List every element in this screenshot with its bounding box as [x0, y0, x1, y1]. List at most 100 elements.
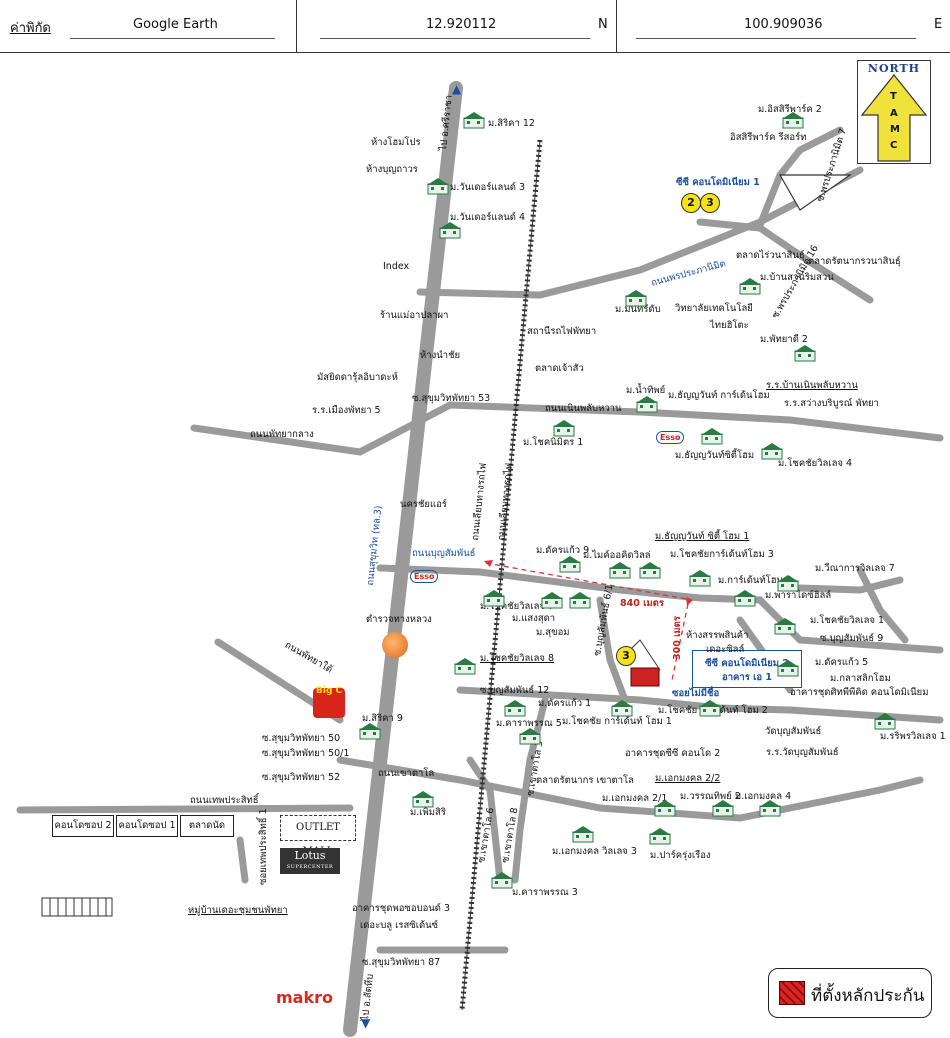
compass-letter: A [890, 108, 898, 119]
road-khaotalo6 [466, 756, 504, 884]
underline [320, 38, 590, 39]
place-label: ม.ปาร์ครุ่งเรือง [650, 850, 711, 861]
road-label-thepprasit: ถนนเทพประสิทธิ์ [190, 795, 259, 806]
road-branch [696, 218, 874, 304]
place-label: ซ.สุขุมวิทพัทยา 53 [412, 393, 491, 404]
legend: ที่ตั้งหลักประกัน [768, 968, 932, 1018]
place-label: ม.เพิ่มสิริ [410, 807, 446, 818]
place-label: ม.วันเดอร์แลนด์ 3 [450, 182, 526, 193]
latitude-value: 12.920112 [426, 17, 497, 32]
marker-3[interactable]: 3 [700, 193, 720, 213]
coordinate-header: ค่าพิกัด Google Earth 12.920112 N 100.90… [0, 0, 950, 53]
arrow-up-icon: ▲ [452, 82, 462, 96]
arrow-down-icon: ▼ [361, 1016, 371, 1030]
place-label: ห้างนำชัย [420, 350, 461, 361]
distance-horizontal: 840 เมตร [620, 598, 664, 609]
legend-label: ที่ตั้งหลักประกัน [811, 986, 925, 1006]
collateral-site [630, 667, 660, 687]
place-label: ม.เอกมงคล 2/2 [655, 773, 721, 784]
place-label: ซ.สุขุมวิทพัทยา 50 [262, 733, 341, 744]
place-label: ม.โชคชัยการ์เด้นท์โฮม 3 [670, 549, 774, 560]
place-label: ม.เอกมงคล 2/1 [602, 793, 668, 804]
road-boonsamphan [376, 564, 944, 654]
place-label: อาคารชุดซีซี คอนโด 2 [625, 748, 721, 759]
place-label: สถานีรถไฟพัทยา [527, 326, 597, 337]
railway [459, 139, 543, 1011]
road-branch [856, 566, 909, 644]
place-label: ห้างบุญถาวร [366, 164, 418, 175]
distance-line-horizontal [485, 562, 693, 601]
place-label: ร.ร.เมืองพัทยา 5 [312, 405, 381, 416]
place-label: ม.รริพรวิลเลจ 1 [880, 731, 946, 742]
plot-boundary [778, 174, 852, 211]
place-label: ม.โชคชัยวิลเลจ 7 [480, 601, 555, 612]
road-branch [796, 576, 904, 594]
place-label: ม.โชคชัยวิลเลจ 8 [480, 653, 555, 664]
road-label-nernplubwan: ถนนเนินพลับหวาน [545, 403, 622, 414]
road-thepprasit [16, 804, 354, 814]
place-label: อิสสิรีพาร์ค รีสอร์ท [730, 132, 807, 143]
road-label-pattaya-klang: ถนนพัทยากลาง [250, 429, 314, 440]
lotus-sub: SUPERCENTER [286, 864, 334, 870]
box-talad-nut: ตลาดนัด [180, 815, 234, 837]
place-label: วัดบุญสัมพันธ์ [765, 726, 822, 737]
place-label: ม.โชคชัยวิลเลจ 4 [778, 458, 853, 469]
distance-line-vertical [671, 603, 689, 681]
place-label: ม.วันเดอร์แลนด์ 4 [450, 212, 526, 223]
place-label: ม.พัทยาดี 2 [760, 334, 808, 345]
place-label: ซอยไม่มีชื่อ [672, 688, 720, 699]
box-kohdeo2: คอนโดซอป 2 [52, 815, 114, 837]
place-label: ม.ธัญญวันท์ การ์เด้นโฮม [668, 390, 770, 401]
place-label: อาคารชุดศิทพีพีคิด คอนโดมิเนียม [790, 687, 929, 698]
place-label: ซ.สุขุมวิทพัทยา 52 [262, 772, 341, 783]
road-label-khao-talo: ถนนเขาตาโล [378, 768, 435, 779]
place-label: ซ.บุญสัมพันธ์ 12 [480, 685, 550, 696]
place-label: ซ.บุญสัมพันธ์ 9 [820, 633, 884, 644]
north-arrow-icon [860, 74, 928, 162]
header-cell-longitude: 100.909036 E [616, 0, 950, 52]
place-label: ตลาดไร่วนาสินธุ์ [736, 250, 805, 261]
village-fence-icon [41, 897, 113, 917]
place-label: เดอะซิลล์ [706, 644, 745, 655]
place-label: ม.ดัครแก้ว 1 [538, 698, 592, 709]
place-label: ซีซี คอนโดมิเนียม 1 [676, 177, 760, 188]
place-label: ม.วีณาการวิลเลจ 7 [815, 563, 895, 574]
house-icon [358, 111, 897, 889]
place-label: ม.พาราไดซ์ฮิลล์ [765, 590, 832, 601]
esso-logo: Esso [410, 570, 439, 583]
callout-line1: ซีซี คอนโดมิเนียม 2 [705, 658, 789, 669]
bigc-logo: Big C [313, 686, 345, 718]
road-map [16, 81, 944, 1037]
place-label: ซ.สุขุมวิทพัทยา 87 [362, 957, 441, 968]
place-label: ม.เอกมงคล วิลเลจ 3 [552, 846, 637, 857]
place-label: หมู่บ้านเดอะชุมชนพัทยา [188, 905, 288, 916]
road-khaotalo3 [511, 696, 549, 884]
place-label: ม.แสงสุดา [512, 613, 556, 624]
place-label: ม.ไมค์ออคิดวิลล่ [583, 550, 651, 561]
marker-3-site[interactable]: 3 [616, 646, 636, 666]
place-label: มัสยิดดารุ้ลอิบาดะห์ [317, 372, 398, 383]
place-label: อาคารชุดพอซอบอนด์ 3 [352, 903, 451, 914]
place-label: ม.ดัครแก้ว 9 [536, 545, 590, 556]
distance-lines [485, 562, 693, 681]
place-label: ร.ร.สว่างบริบูรณ์ พัทยา [784, 398, 879, 409]
place-label: วิทยาลัยเทคโนโลยี [675, 303, 753, 314]
place-label: ม.บ้านสวนริมสวน [760, 272, 834, 283]
place-label: ม.การ์เด้นท์โฮม 4 [718, 575, 792, 586]
place-label: ร.ร.บ้านเนินพลับหวาน [766, 380, 858, 391]
latitude-direction: N [598, 17, 608, 32]
road-soi61 [596, 596, 629, 704]
north-label: NORTH [867, 62, 921, 75]
place-label: ม.สิริคา 12 [488, 118, 535, 129]
place-label: ห้างโฮมโปร [371, 137, 421, 148]
place-label: ตลาดรัตนากรวนาสินธุ์ [808, 256, 901, 267]
road-sukhumvit [343, 81, 463, 1037]
place-label: ม.คาราพรรณ 3 [512, 887, 578, 898]
place-label: ม.ธัญญวันท์ ซิตี้ โฮม 1 [655, 531, 750, 542]
place-label: ตลาดรัตนากร เขาตาโล [536, 775, 634, 786]
place-label: ม.โชคชัยวิลเลจ 1 [810, 615, 885, 626]
esso-logo: Esso [656, 431, 685, 444]
place-label: ห้างสรรพสินค้า [686, 630, 749, 641]
place-label: ร.ร.วัดบุญสัมพันธ์ [766, 747, 839, 758]
